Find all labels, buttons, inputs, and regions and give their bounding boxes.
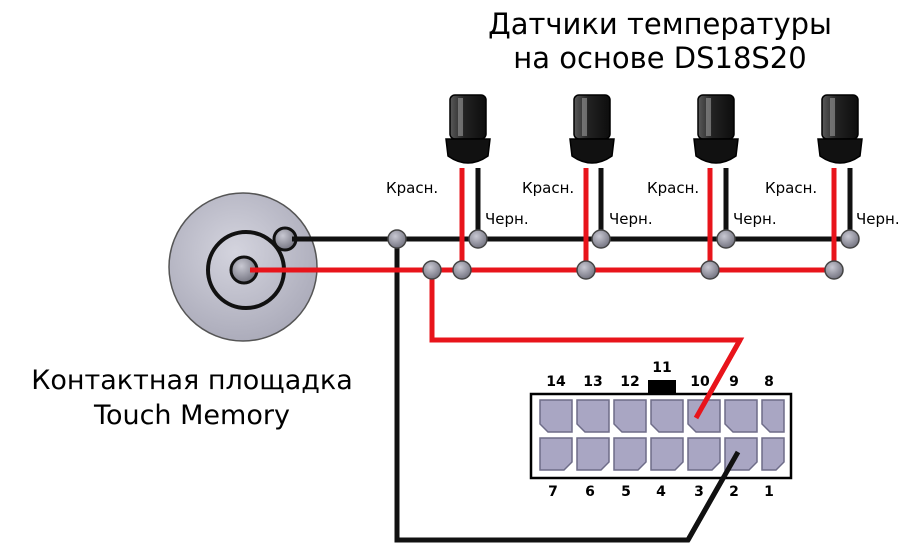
pin-number-11: 11 <box>652 360 671 376</box>
title-line-1: Датчики температуры <box>488 7 832 41</box>
sensor-3-red-label: Красн. <box>647 179 699 197</box>
connector-pin-numbers: 14 13 12 11 10 9 8 7 6 5 4 3 2 1 <box>546 360 774 500</box>
pad-title-line-2: Touch Memory <box>93 400 290 431</box>
pin-number-6: 6 <box>585 484 595 500</box>
pin-number-13: 13 <box>583 374 602 390</box>
pin-number-8: 8 <box>764 374 774 390</box>
pin-number-7: 7 <box>548 484 558 500</box>
pin-number-1: 1 <box>764 484 774 500</box>
junction-nodes <box>387 229 860 280</box>
pin-number-3: 3 <box>694 484 704 500</box>
temperature-sensor-1 <box>445 94 491 164</box>
pin-number-4: 4 <box>656 484 666 500</box>
temperature-sensor-3 <box>693 94 739 164</box>
black-wire-to-pin-2 <box>685 450 741 542</box>
pin-number-5: 5 <box>621 484 631 500</box>
sensor-3-black-label: Черн. <box>733 210 777 228</box>
sensor-4-black-label: Черн. <box>856 210 900 228</box>
red-wire-to-pin-10 <box>693 338 743 420</box>
temperature-sensor-2 <box>569 94 615 164</box>
sensor-4-red-label: Красн. <box>765 179 817 197</box>
pin-number-9: 9 <box>729 374 739 390</box>
sensor-1-red-label: Красн. <box>386 179 438 197</box>
touch-memory-pad <box>168 192 318 342</box>
pin-number-10: 10 <box>690 374 710 390</box>
pin-number-12: 12 <box>620 374 639 390</box>
pad-title-line-1: Контактная площадка <box>31 365 353 396</box>
connector-14-pin <box>529 380 793 480</box>
sensor-2-red-label: Красн. <box>522 179 574 197</box>
sensor-2-black-label: Черн. <box>609 210 653 228</box>
title-line-2: на основе DS18S20 <box>513 41 806 75</box>
temperature-sensor-4 <box>817 94 863 164</box>
sensor-1-black-label: Черн. <box>485 210 529 228</box>
pin-number-2: 2 <box>729 484 739 500</box>
pin-number-14: 14 <box>546 374 566 390</box>
